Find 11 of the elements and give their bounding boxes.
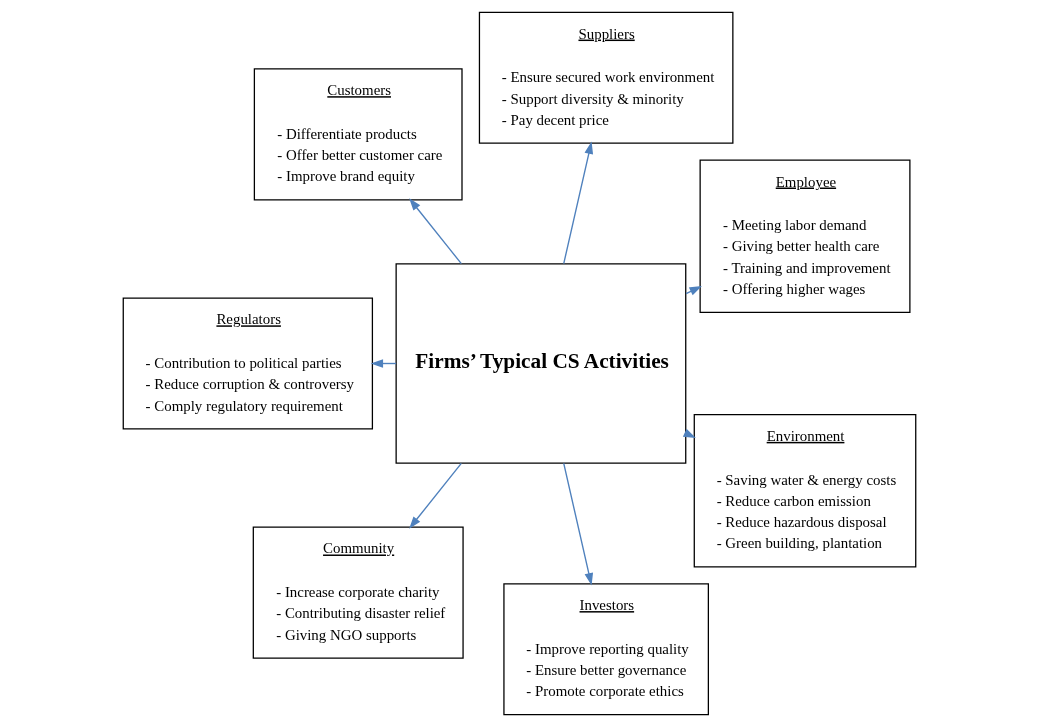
- arrow: [408, 198, 462, 265]
- node-box: Suppliers - Ensure secured work environment - Support diversity & minority - Pay decent price: [478, 11, 733, 144]
- arrow: [562, 141, 593, 265]
- arrow: [408, 462, 462, 529]
- node-box: Investors - Improve reporting quality - Ensure better governance - Promote corporate ethics: [502, 583, 709, 716]
- node-box: Environment - Saving water & energy costs - Reduce carbon emission - Reduce hazardous disposal - Green building, plantation: [693, 413, 916, 568]
- arrow: [562, 462, 593, 586]
- node-box: Customers - Differentiate products - Offer better customer care - Improve brand equity: [253, 68, 463, 201]
- node-box: Community - Increase corporate charity - Contributing disaster relief - Giving NGO supports: [252, 526, 464, 659]
- node-box: Regulators - Contribution to political parties - Reduce corruption & controversy - Comply regulatory requirement: [122, 297, 373, 430]
- node-box: Employee - Meeting labor demand - Giving better health care - Training and improvement - Offering higher wages: [699, 159, 911, 314]
